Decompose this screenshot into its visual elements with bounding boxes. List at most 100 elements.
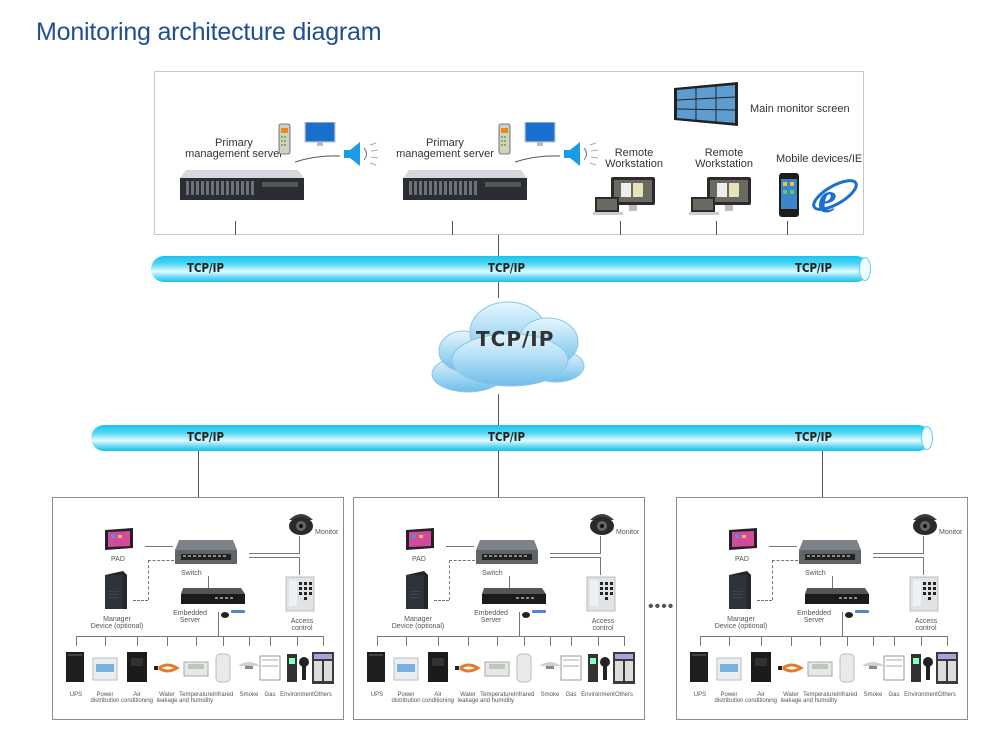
connector-line — [842, 612, 843, 636]
manager-label-line1: Manager — [404, 616, 432, 623]
device-label-line1: Power — [720, 692, 738, 698]
svg-text:e: e — [818, 176, 837, 220]
bus-label: TCP/IP — [795, 261, 832, 275]
connector-line — [498, 394, 499, 426]
device-connector-line — [550, 636, 551, 646]
manager-label-line2: Device (optional) — [90, 623, 144, 630]
power-device-icon — [393, 657, 419, 681]
device-label: UPS — [678, 692, 722, 698]
connector-line — [822, 451, 823, 497]
more-sites-ellipsis: •••• — [648, 598, 675, 615]
access-label-line1: Access — [290, 618, 314, 625]
site-panel: PAD Switch Monitor Manager Device (optio… — [52, 497, 344, 720]
device-label-line2: conditioning — [744, 698, 778, 704]
optional-connector-line — [772, 560, 773, 600]
server-label-line2: management server — [185, 148, 283, 160]
monitor-label: Monitor — [616, 529, 640, 536]
ups-device-icon — [690, 652, 708, 682]
device-connector-line — [249, 636, 250, 646]
device-label-line2: and humidity — [802, 698, 838, 704]
access-label-line1: Access — [914, 618, 938, 625]
connector-line — [769, 546, 797, 547]
device-label: Infrared — [825, 692, 869, 698]
environment-device-icon — [588, 654, 610, 682]
bus-label: TCP/IP — [187, 261, 224, 275]
device-label: Smoke — [227, 692, 271, 698]
optional-connector-line — [757, 600, 772, 601]
smoke-device-icon — [539, 662, 561, 669]
embedded-label-line1: Embedded — [474, 610, 508, 617]
speaker-alarm-icon — [344, 142, 379, 166]
dome-camera-icon — [590, 514, 614, 535]
device-label-line1: Gas — [264, 692, 276, 698]
device-connector-line — [196, 636, 197, 646]
manager-label: Manager Device (optional) — [713, 616, 769, 630]
device-label-line1: Temperature — [480, 692, 514, 698]
device-label-line1: Temperature — [803, 692, 837, 698]
bus-label: TCP/IP — [488, 430, 525, 444]
device-connector-line — [571, 636, 572, 646]
water-device-icon — [455, 663, 481, 673]
device-label-line2: distribution — [391, 698, 421, 704]
access-label-line2: control — [915, 625, 937, 632]
device-connector-line — [820, 636, 821, 646]
others-device-icon — [613, 652, 635, 684]
device-label-line2: leakage — [156, 698, 178, 704]
device-label: Environment — [275, 692, 319, 698]
water-device-icon — [778, 663, 804, 673]
device-label-line1: Others — [313, 692, 332, 698]
device-label: Smoke — [528, 692, 572, 698]
manager-label-line2: Device (optional) — [391, 623, 445, 630]
site-panel: PAD Switch Monitor Manager Device (optio… — [676, 497, 968, 720]
connector-line — [873, 553, 923, 554]
others-device-icon — [312, 652, 334, 684]
access-control-label: Access control — [285, 618, 319, 632]
device-label-line2: leakage — [780, 698, 802, 704]
connector-line — [452, 221, 453, 235]
embedded-server-label: Embedded Server — [171, 610, 209, 624]
device-connector-line — [947, 636, 948, 646]
device-connector-line — [76, 636, 77, 646]
device-label: Infrared — [502, 692, 546, 698]
temperature-device-icon — [807, 661, 833, 677]
workstation-icon — [593, 177, 655, 215]
air-device-icon — [428, 652, 448, 682]
device-connector-line — [624, 636, 625, 646]
device-connector-line — [323, 636, 324, 646]
workstation-label: Remote Workstation — [602, 148, 666, 170]
connector-line — [299, 557, 300, 575]
device-label-line1: Environment — [280, 692, 314, 698]
gas-device-icon — [883, 655, 905, 681]
connector-line — [218, 612, 219, 636]
device-connector-line — [729, 636, 730, 646]
device-connector-line — [894, 636, 895, 646]
device-bus-line — [76, 636, 324, 637]
workstation-label-line1: Remote — [704, 147, 744, 159]
access-control-keypad-icon — [909, 576, 939, 612]
device-bus-line — [700, 636, 948, 637]
device-label-line1: Smoke — [239, 692, 259, 698]
server-label: Primary management server — [172, 138, 296, 160]
connector-line — [235, 221, 236, 235]
workstation-label: Remote Workstation — [692, 148, 756, 170]
device-label-line2: distribution — [90, 698, 120, 704]
device-connector-line — [270, 636, 271, 646]
device-label: Infrared — [201, 692, 245, 698]
smartphone-icon — [779, 173, 799, 217]
device-label-line1: Power — [397, 692, 415, 698]
device-connector-line — [847, 636, 848, 646]
device-connector-line — [921, 636, 922, 646]
device-label-line2: and humidity — [178, 698, 214, 704]
device-label: Smoke — [851, 692, 895, 698]
device-label-line1: Air — [757, 692, 765, 698]
dome-camera-icon — [289, 514, 313, 535]
device-label-line2: conditioning — [120, 698, 154, 704]
workstation-icon — [689, 177, 751, 215]
manager-label-line1: Manager — [727, 616, 755, 623]
bus-label: TCP/IP — [795, 430, 832, 444]
device-connector-line — [377, 636, 378, 646]
device-label: Gas — [872, 692, 916, 698]
